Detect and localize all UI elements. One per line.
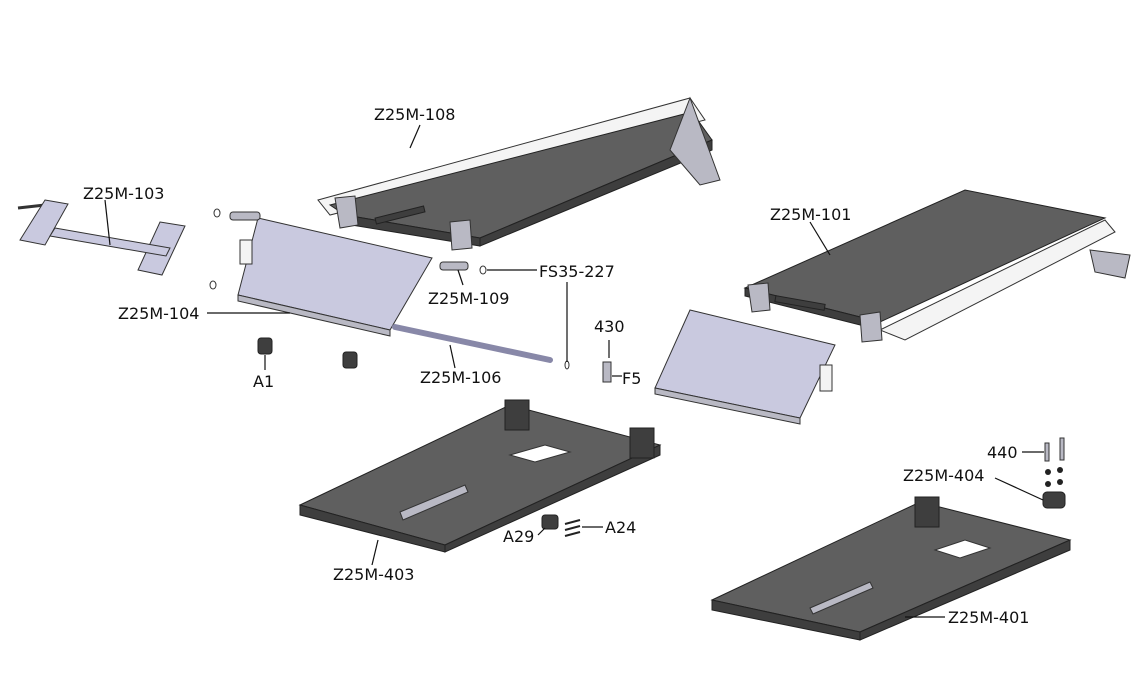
part-z25m-403-base bbox=[298, 399, 662, 553]
label-z25m-106: Z25M-106 bbox=[420, 368, 501, 387]
label-z25m-109: Z25M-109 bbox=[428, 289, 509, 308]
small-parts bbox=[209, 208, 1066, 537]
label-z25m-403: Z25M-403 bbox=[333, 565, 414, 584]
label-a1: A1 bbox=[253, 372, 274, 391]
label-440: 440 bbox=[987, 443, 1018, 462]
part-z25m-108-tray bbox=[317, 96, 721, 251]
label-a29: A29 bbox=[503, 527, 534, 546]
label-430: 430 bbox=[594, 317, 625, 336]
part-z25m-104-plate bbox=[237, 217, 433, 337]
label-z25m-108: Z25M-108 bbox=[374, 105, 455, 124]
leader-lines bbox=[104, 124, 1044, 618]
label-z25m-101: Z25M-101 bbox=[770, 205, 851, 224]
part-z25m-101-tray bbox=[743, 189, 1131, 343]
part-z25m-401-base bbox=[710, 496, 1072, 641]
label-fs35-227: FS35-227 bbox=[539, 262, 615, 281]
label-z25m-103: Z25M-103 bbox=[83, 184, 164, 203]
part-z25m-103-frame bbox=[17, 199, 186, 276]
label-f5: F5 bbox=[622, 369, 641, 388]
label-z25m-401: Z25M-401 bbox=[948, 608, 1029, 627]
part-right-plate bbox=[654, 309, 836, 425]
label-a24: A24 bbox=[605, 518, 636, 537]
label-z25m-104: Z25M-104 bbox=[118, 304, 199, 323]
label-z25m-404: Z25M-404 bbox=[903, 466, 984, 485]
